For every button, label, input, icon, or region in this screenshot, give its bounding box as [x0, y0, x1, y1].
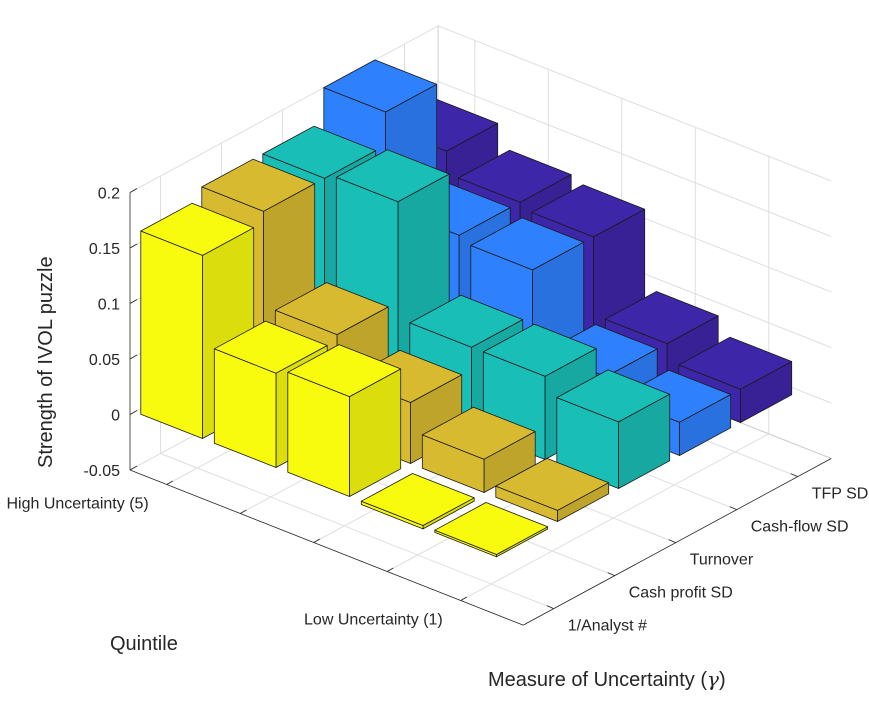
quintile-axis-label: Quintile [110, 633, 178, 655]
measure-gridline-floor [160, 453, 554, 610]
bar-face-top [495, 457, 610, 511]
quintile-axis-line [129, 469, 524, 626]
bar [287, 344, 402, 497]
z-tick-label: 0.1 [98, 297, 120, 314]
z-axis-label: Strength of IVOL puzzle [35, 256, 57, 468]
bar [495, 457, 610, 522]
bar-face-top [360, 473, 475, 526]
measure-tick-label: 1/Analyst # [568, 618, 647, 635]
z-tick-label: 0.15 [89, 241, 120, 258]
measure-axis-label: Measure of Uncertainty (γ) [488, 667, 726, 691]
bar-face-top [274, 282, 389, 336]
bar-face-top [470, 217, 585, 271]
measure-axis-line [523, 458, 832, 626]
z-tick [129, 354, 138, 360]
measure-tick [790, 473, 798, 478]
bar-face-top [323, 59, 438, 113]
bar-face-top [140, 202, 255, 256]
quintile-tick-label: Low Uncertainty (1) [304, 612, 443, 629]
bar-face-top [201, 158, 316, 212]
bar-face-top [604, 291, 719, 345]
quintile-tick [387, 567, 394, 572]
bar-face-top [409, 294, 524, 348]
measure-tick-label: Turnover [690, 552, 754, 569]
quintile-tick [313, 538, 320, 543]
measure-axis-label-suffix: ) [719, 669, 726, 691]
z-tick [129, 299, 138, 304]
measure-tick [546, 605, 554, 610]
bar [360, 473, 475, 530]
bar-face-top [421, 406, 536, 460]
quintile-tick [460, 596, 467, 601]
bar-face-top [556, 369, 671, 423]
bar [556, 369, 671, 489]
bar-face-side [140, 230, 203, 439]
z-tick [129, 465, 138, 471]
quintile-tick [166, 480, 173, 485]
measure-axis-label-text: Measure of Uncertainty ( [488, 669, 707, 691]
bar-face-top [457, 149, 572, 203]
measure-tick [668, 539, 676, 544]
z-tick-label: 0.2 [98, 186, 120, 203]
measure-tick-label: TFP SD [812, 486, 869, 503]
bar [434, 502, 549, 558]
quintile-gridline-floor [460, 433, 770, 601]
bar-face-top [262, 125, 377, 179]
bar-face-top [335, 149, 450, 203]
bar-face-top [287, 344, 402, 398]
z-tick-label: 0.05 [89, 352, 120, 369]
measure-axis-label-symbol: γ [707, 667, 719, 691]
bar-face-top [213, 320, 328, 374]
z-tick [129, 188, 138, 193]
bar-face-top [482, 323, 597, 377]
bar-face-top [678, 336, 793, 390]
measure-tick [607, 572, 615, 577]
z-tick-label: -0.05 [84, 463, 121, 480]
z-tick [129, 410, 138, 415]
quintile-tick [240, 509, 247, 514]
measure-tick-label: Cash profit SD [629, 585, 733, 602]
z-tick [129, 243, 138, 249]
z-tick-label: 0 [111, 408, 120, 425]
bars-layer [140, 59, 793, 558]
quintile-tick-label: High Uncertainty (5) [6, 496, 148, 513]
measure-tick-label: Cash-flow SD [751, 519, 849, 536]
bar-face-top [531, 184, 646, 238]
bar-face-top [434, 502, 549, 555]
measure-tick [729, 506, 737, 511]
